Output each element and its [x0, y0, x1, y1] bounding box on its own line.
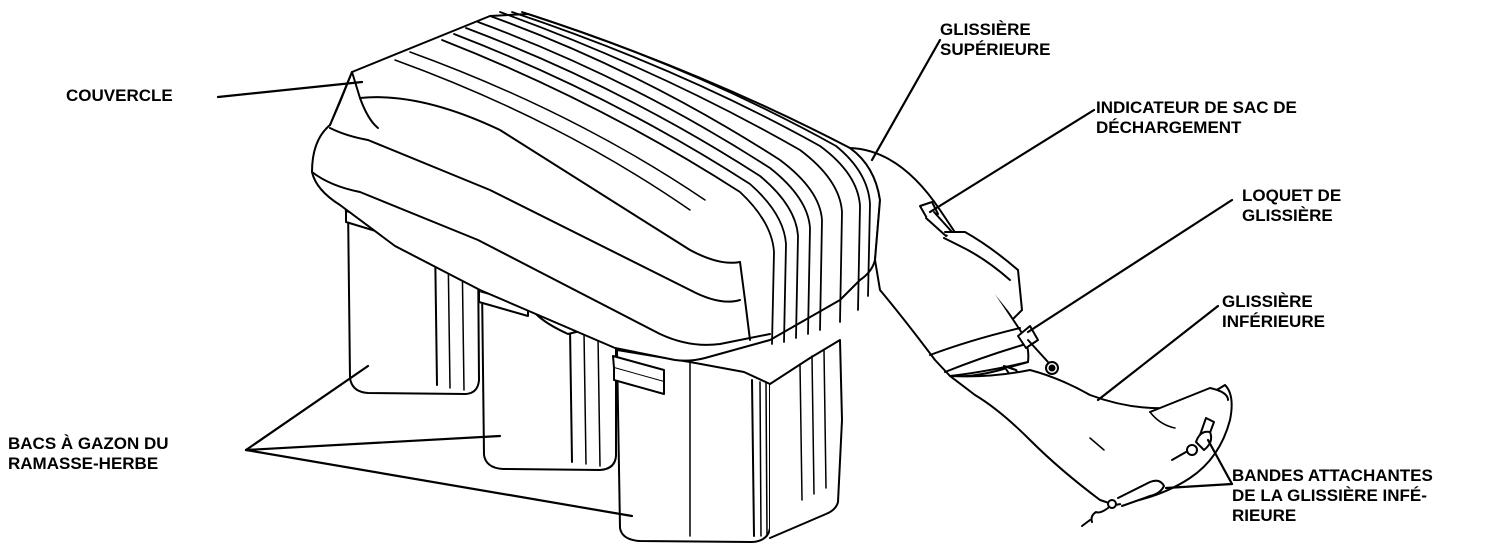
label-line: DÉCHARGEMENT	[1096, 118, 1242, 137]
bag-handle-right	[612, 355, 665, 395]
label-line: LOQUET DE	[1242, 186, 1342, 205]
label-loquet: LOQUET DE GLISSIÈRE	[1242, 186, 1341, 226]
leader-lines	[216, 38, 1234, 518]
leader-loquet	[1026, 198, 1234, 334]
label-indicateur: INDICATEUR DE SAC DE DÉCHARGEMENT	[1096, 98, 1297, 138]
lower-chute	[949, 369, 1233, 506]
grass-bag-right	[616, 339, 843, 543]
label-couvercle-text: COUVERCLE	[66, 86, 173, 105]
leader-glissiere-inferieure	[1096, 304, 1220, 402]
label-bandes: BANDES ATTACHANTES DE LA GLISSIÈRE INFÉ-…	[1232, 466, 1433, 526]
leader-indicateur	[928, 108, 1096, 214]
label-line: RAMASSE-HERBE	[8, 454, 159, 473]
label-line: GLISSIÈRE	[1242, 206, 1333, 225]
label-glissiere-superieure: GLISSIÈRE SUPÉRIEURE	[940, 20, 1051, 60]
leader-couvercle	[216, 80, 364, 99]
label-couvercle: COUVERCLE	[66, 86, 173, 106]
leader-bandes-1	[1206, 438, 1234, 486]
label-line: INFÉRIEURE	[1222, 312, 1325, 331]
label-line: GLISSIÈRE	[940, 20, 1031, 39]
leader-bacs-3	[244, 448, 634, 518]
leader-glissiere-superieure	[870, 38, 942, 162]
label-line: GLISSIÈRE	[1222, 292, 1313, 311]
label-line: DE LA GLISSIÈRE INFÉ-	[1232, 486, 1427, 505]
label-line: INDICATEUR DE SAC DE	[1096, 98, 1297, 117]
leader-bacs-1	[244, 364, 370, 452]
label-line: BANDES ATTACHANTES	[1232, 466, 1433, 485]
label-line: BACS À GAZON DU	[8, 434, 169, 453]
leader-bandes-2	[1164, 482, 1234, 490]
label-line: RIEURE	[1232, 506, 1297, 525]
label-bacs: BACS À GAZON DU RAMASSE-HERBE	[8, 434, 169, 474]
label-line: SUPÉRIEURE	[940, 40, 1051, 59]
label-glissiere-inferieure: GLISSIÈRE INFÉRIEURE	[1222, 292, 1325, 332]
lower-chute-straps	[1081, 417, 1215, 527]
leader-bacs-2	[244, 434, 502, 452]
bag-indicator	[919, 201, 1023, 319]
upper-chute	[849, 147, 1030, 378]
lid	[311, 11, 881, 362]
